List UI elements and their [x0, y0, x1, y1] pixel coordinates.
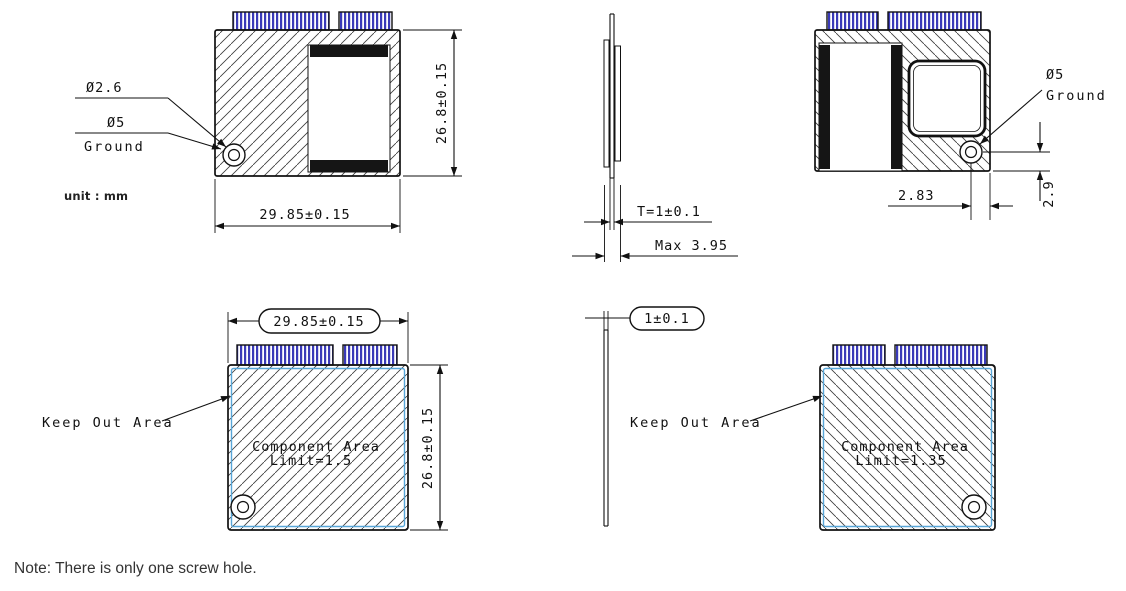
edge-connector-small [338, 11, 393, 31]
leader-line [167, 97, 227, 148]
height-dim-label: 26.8±0.15 [434, 62, 450, 144]
component-body [818, 42, 903, 172]
side-view-bottom: 1±0.1 [585, 306, 705, 527]
keep-out-boundary [822, 367, 993, 528]
edge-connector-large [887, 11, 982, 31]
max-height-dim-label: Max 3.95 [655, 238, 728, 254]
shield-component-inner [913, 65, 981, 132]
leader-line [749, 395, 823, 422]
shield-component [907, 59, 987, 138]
edge-connector-small [826, 11, 879, 31]
side-component-right [614, 45, 621, 162]
leader-line [979, 89, 1043, 145]
screw-hole-inner [227, 148, 241, 162]
top-right-view: Ø5 Ground 2.83 2.9 [814, 11, 1107, 220]
height-dimension: 26.8±0.15 [403, 29, 462, 177]
hole-dia-label: Ø5 [1046, 67, 1064, 83]
leader-line [167, 132, 222, 150]
hole-to-edge-dimension: 2.83 [888, 163, 1013, 220]
height-dim-label: 26.8±0.15 [420, 407, 436, 489]
side-view-top: T=1±0.1 Max 3.95 [572, 13, 738, 262]
edge-connector-large [232, 11, 330, 31]
hole-to-bottom-dim-label: 2.9 [1041, 180, 1057, 207]
component-pin-row-top [310, 45, 388, 57]
hole-to-edge-dim-label: 2.83 [898, 188, 935, 204]
screw-hole-inner [967, 500, 981, 514]
width-dim-label: 29.85±0.15 [273, 314, 364, 330]
bottom-right-view: Keep Out Area Component Area Limit=1.35 [630, 344, 996, 531]
component-pin-col-left [819, 45, 830, 169]
edge-connector-large [236, 344, 334, 366]
keep-out-boundary [230, 367, 406, 528]
keep-out-area-label: Keep Out Area [42, 415, 174, 431]
ground-label: Ground [1046, 88, 1107, 104]
component-pin-col-right [891, 45, 902, 169]
edge-connector-large [894, 344, 988, 366]
bottom-left-view: 29.85±0.15 Component Area Limit=1.5 Keep… [42, 308, 448, 531]
keep-out-area-label: Keep Out Area [630, 415, 762, 431]
component-body [307, 44, 391, 173]
dim-balloon [258, 308, 381, 334]
unit-label: unit : mm [64, 189, 128, 203]
thickness-dim-label: 1±0.1 [644, 311, 690, 327]
width-dim-label: 29.85±0.15 [259, 207, 350, 223]
note-text: Note: There is only one screw hole. [14, 560, 257, 577]
screw-hole-inner [236, 500, 250, 514]
thickness-dimension: 1±0.1 [585, 306, 705, 331]
width-dimension: 29.85±0.15 [214, 179, 401, 233]
ground-label: Ground [84, 139, 145, 155]
edge-connector-small [342, 344, 398, 366]
component-area-label-line1: Component Area [841, 439, 969, 455]
card-outline [227, 364, 409, 531]
component-area-label-line2: Limit=1.5 [270, 453, 352, 469]
card-outline [819, 364, 996, 531]
thickness-dim-label: T=1±0.1 [637, 204, 701, 220]
thickness-dimension: T=1±0.1 [584, 178, 712, 230]
hole-small-dia-label: Ø2.6 [86, 80, 123, 96]
edge-connector-small [832, 344, 886, 366]
component-area-label-line1: Component Area [252, 439, 380, 455]
screw-hole-inner [964, 145, 978, 159]
height-dimension: 26.8±0.15 [410, 364, 448, 531]
max-height-dimension: Max 3.95 [572, 185, 738, 262]
width-dimension: 29.85±0.15 [227, 308, 409, 363]
top-left-view: Ø2.6 Ø5 Ground unit : mm 29.85±0.15 26.8… [64, 11, 462, 233]
leader-line [161, 395, 231, 422]
dim-balloon [629, 306, 705, 331]
component-pin-row-bottom [310, 160, 388, 172]
hole-large-dia-label: Ø5 [107, 115, 125, 131]
side-component-left [603, 39, 610, 168]
hole-to-bottom-dimension: 2.9 [983, 122, 1057, 208]
component-area-label-line2: Limit=1.35 [855, 453, 946, 469]
